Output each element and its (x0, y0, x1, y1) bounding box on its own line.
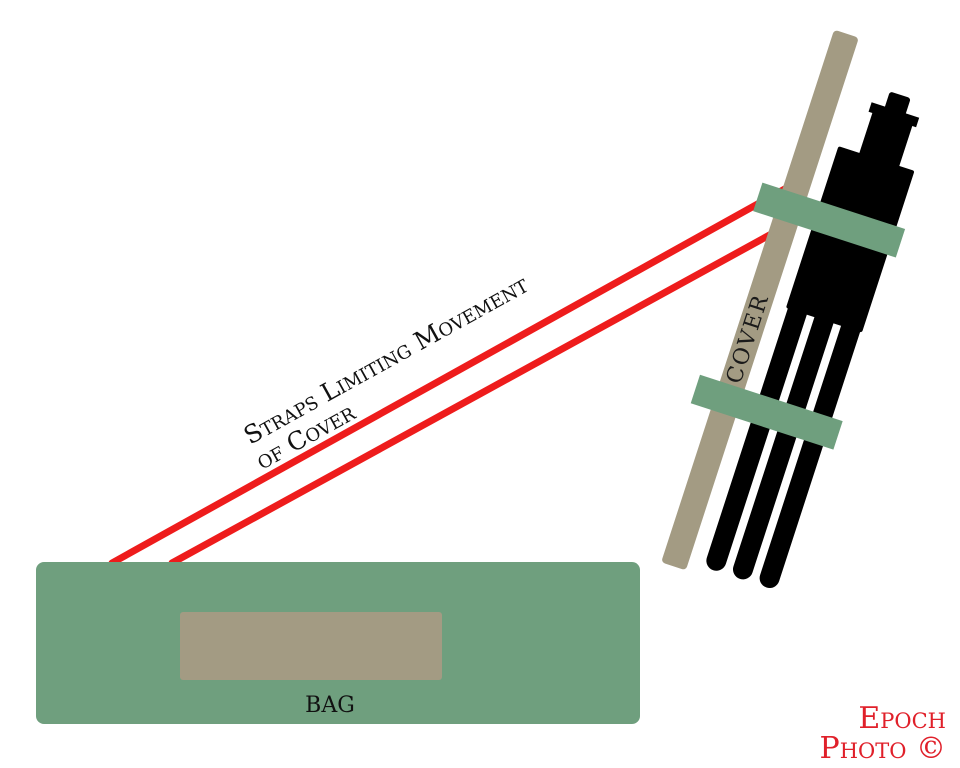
straps (108, 172, 812, 567)
watermark-line2: Photo © (820, 731, 946, 766)
band-upper (753, 182, 906, 258)
bands (690, 182, 906, 450)
bag-label: BAG (305, 693, 355, 718)
tripod-head (858, 111, 913, 168)
tripod-leg-3 (759, 311, 864, 589)
bag-pocket (180, 612, 442, 680)
tripod-head-plate (868, 102, 920, 128)
watermark: Epoch Photo © (820, 701, 946, 766)
bag: BAG (36, 562, 640, 724)
cover-label: COVER (722, 291, 775, 387)
strap-upper (108, 172, 812, 567)
band-lower (690, 374, 843, 450)
watermark-line1: Epoch (858, 701, 946, 736)
tripod (706, 92, 920, 589)
cover-board (662, 30, 858, 570)
strap-lower (168, 222, 790, 567)
straps-label-line1: Straps Limiting Movement (239, 270, 533, 451)
tripod-leg-1 (706, 293, 810, 571)
tripod-leg-2 (732, 302, 837, 580)
